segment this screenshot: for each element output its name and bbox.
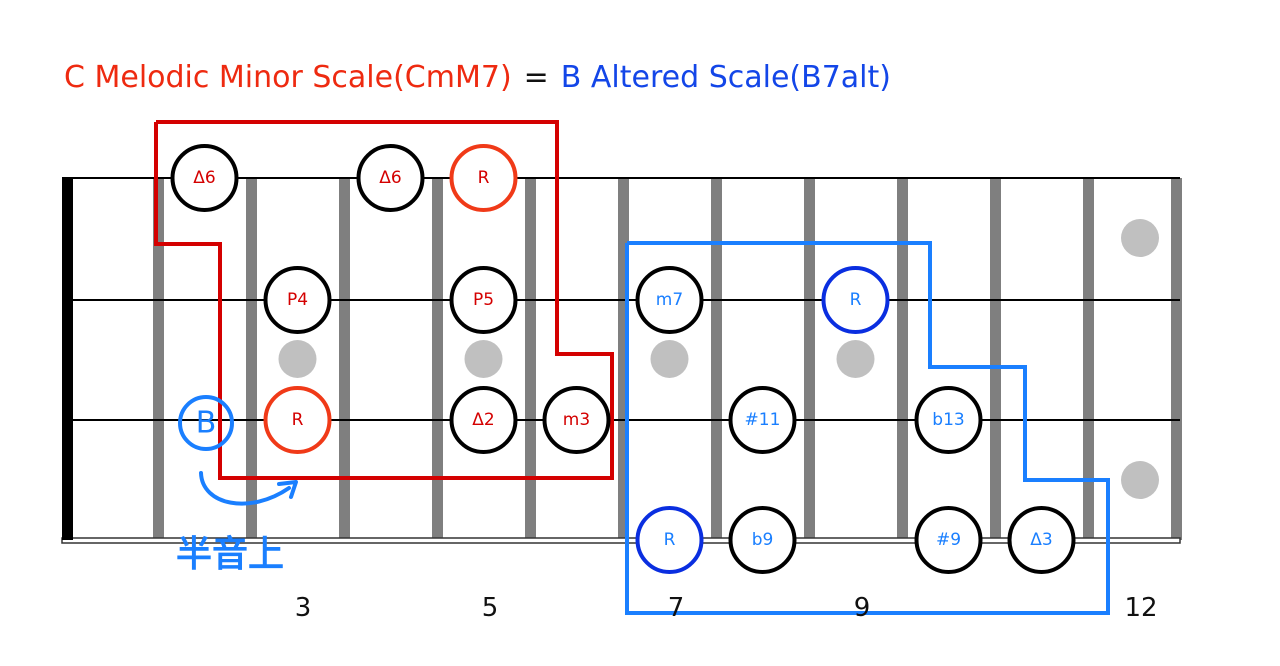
note-label: m7 [656,290,683,310]
fret-number: 5 [482,593,499,623]
fret-inlay-dot [836,340,875,378]
note-ring [263,386,332,454]
note-marker: #11 [728,386,797,454]
note-marker: R [821,266,890,334]
title-altered: B Altered Scale(B7alt) [560,60,891,95]
fret-number: 3 [295,593,312,623]
note-label: R [664,530,676,550]
fret-wire [618,178,629,540]
note-ring [914,386,983,454]
note-ring [821,266,890,334]
note-label: Δ2 [472,410,494,430]
title-equals: = [523,60,549,95]
fret-inlay-dot [1121,219,1159,257]
note-label: b13 [932,410,964,430]
c-melodic-minor-region [154,120,614,480]
note-marker: b9 [728,506,797,574]
note-ring [914,506,983,574]
string [61,537,1181,544]
semitone-up-arrow-icon [199,471,298,506]
strings [61,177,1181,544]
note-marker: P4 [263,266,332,334]
note-marker: R [635,506,704,574]
fret-number: 7 [668,593,685,623]
note-marker: R [263,386,332,454]
note-marker: Δ6 [170,144,239,212]
note-label: R [292,410,304,430]
note-label: Δ3 [1030,530,1052,550]
note-ring [728,506,797,574]
semitone-up-handwritten: 半音上 [176,534,284,575]
circled-b-ring [178,395,234,451]
fret-inlay-dot [650,340,689,378]
fret-wire [711,178,722,540]
note-marker: Δ2 [449,386,518,454]
inlays [278,219,1159,499]
note-marker: #9 [914,506,983,574]
note-ring [542,386,611,454]
note-ring [449,144,518,212]
circled-b-letter: B [196,406,217,441]
fret-wire [897,178,908,540]
note-label: R [850,290,862,310]
fret-wire [1083,178,1094,540]
note-marker: Δ3 [1007,506,1076,574]
note-label: #9 [936,530,961,550]
fret-number: 12 [1124,593,1157,623]
fret-wire [525,178,536,540]
note-label: Δ6 [379,168,401,188]
note-ring [449,386,518,454]
note-ring [356,144,425,212]
note-label: m3 [563,410,590,430]
note-marker: Δ6 [356,144,425,212]
note-ring [170,144,239,212]
note-ring [635,506,704,574]
fret-wire [1171,178,1182,540]
nut [62,178,73,540]
fret-number: 9 [854,593,871,623]
note-label: R [478,168,490,188]
note-label: P4 [287,290,308,310]
fret-inlay-dot [278,340,317,378]
note-ring [263,266,332,334]
fret-numbers: 3 5 7 9 12 [295,593,1158,623]
note-marker: m3 [542,386,611,454]
note-ring [449,266,518,334]
b-altered-region [625,241,1110,615]
note-label: P5 [473,290,494,310]
diagram-title: C Melodic Minor Scale(CmM7) = B Altered Sc… [64,60,891,95]
fret-wire [432,178,443,540]
fret-wire [990,178,1001,540]
note-marker: P5 [449,266,518,334]
fret-inlay-dot [464,340,503,378]
fret-inlay-dot [1121,461,1159,499]
circled-b-annotation: B [178,395,234,451]
note-ring [728,386,797,454]
fret-wire [153,178,164,540]
note-ring [1007,506,1076,574]
note-marker: R [449,144,518,212]
title-melodic-minor: C Melodic Minor Scale(CmM7) [64,60,512,95]
note-label: Δ6 [193,168,215,188]
note-marker: m7 [635,266,704,334]
note-marker: b13 [914,386,983,454]
note-label: #11 [745,410,781,430]
note-ring [635,266,704,334]
note-label: b9 [752,530,774,550]
frets [153,178,1182,540]
fret-wire [804,178,815,540]
fret-wire [246,178,257,540]
fret-wire [339,178,350,540]
